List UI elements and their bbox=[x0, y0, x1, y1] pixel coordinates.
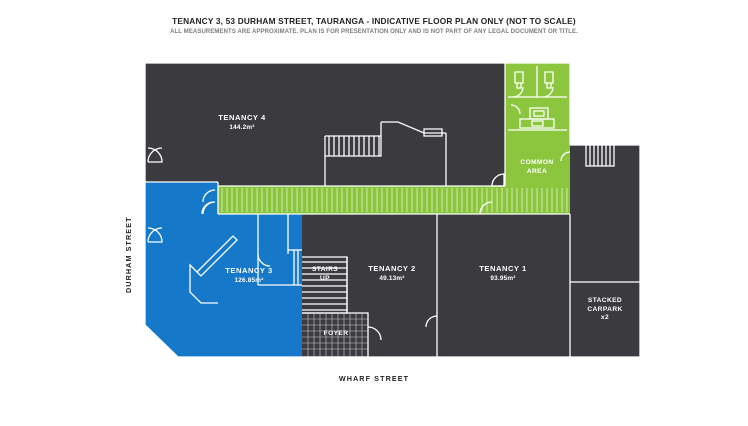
page-subtitle: ALL MEASUREMENTS ARE APPROXIMATE. PLAN I… bbox=[170, 29, 578, 35]
t3-angled-wall bbox=[189, 263, 218, 304]
corridor-hatch bbox=[221, 188, 568, 212]
toilet-icon-1 bbox=[514, 71, 524, 89]
wharf-street-label: WHARF STREET bbox=[338, 374, 410, 383]
t3-angled-feature bbox=[196, 235, 238, 277]
common-area-upper-fill bbox=[505, 63, 570, 186]
stair-right-outline bbox=[585, 145, 615, 167]
door-blue-1 bbox=[202, 189, 216, 203]
door-left-3 bbox=[147, 227, 163, 243]
durham-street-label: DURHAM STREET bbox=[124, 216, 133, 293]
door-toilet-2 bbox=[542, 86, 554, 98]
foyer-outline bbox=[302, 312, 369, 358]
outer-wall-left-blue bbox=[144, 182, 302, 358]
stair-upper-outline bbox=[324, 122, 382, 157]
stair-upper-treads bbox=[328, 136, 380, 156]
stacked-carpark-fill bbox=[570, 282, 640, 357]
door-left-2 bbox=[147, 147, 163, 163]
wall-nib-t4 bbox=[423, 128, 443, 137]
door-t3-internal bbox=[257, 253, 271, 267]
door-toilet-1 bbox=[512, 86, 524, 98]
vanity-counter bbox=[519, 118, 555, 129]
door-t2-t1 bbox=[425, 315, 438, 328]
outer-wall-right-lower bbox=[570, 144, 641, 358]
lower-dark-fill bbox=[302, 214, 570, 357]
door-foyer bbox=[367, 326, 382, 341]
right-upper-dark-fill bbox=[570, 145, 640, 282]
plan-fills bbox=[145, 63, 640, 357]
toilet-icon-2 bbox=[544, 71, 554, 89]
door-vanity bbox=[510, 104, 521, 115]
door-corridor-t4-1 bbox=[491, 173, 505, 187]
stair-right-treads bbox=[589, 145, 611, 166]
door-blue-3 bbox=[201, 201, 215, 215]
page-title: TENANCY 3, 53 DURHAM STREET, TAURANGA - … bbox=[172, 16, 576, 26]
title-block: TENANCY 3, 53 DURHAM STREET, TAURANGA - … bbox=[0, 16, 748, 37]
door-right-1 bbox=[560, 151, 571, 162]
tenancy-3-fill bbox=[145, 182, 218, 357]
plan-walls bbox=[144, 62, 641, 358]
door-left-4 bbox=[147, 227, 163, 243]
tenancy-4-fill bbox=[145, 63, 505, 186]
wall-angled-t4 bbox=[381, 121, 446, 134]
door-left-1 bbox=[147, 147, 163, 163]
door-corridor-t4-2 bbox=[479, 201, 493, 215]
stairs-up-treads bbox=[302, 261, 347, 311]
foyer-tile-hatch bbox=[302, 313, 368, 357]
